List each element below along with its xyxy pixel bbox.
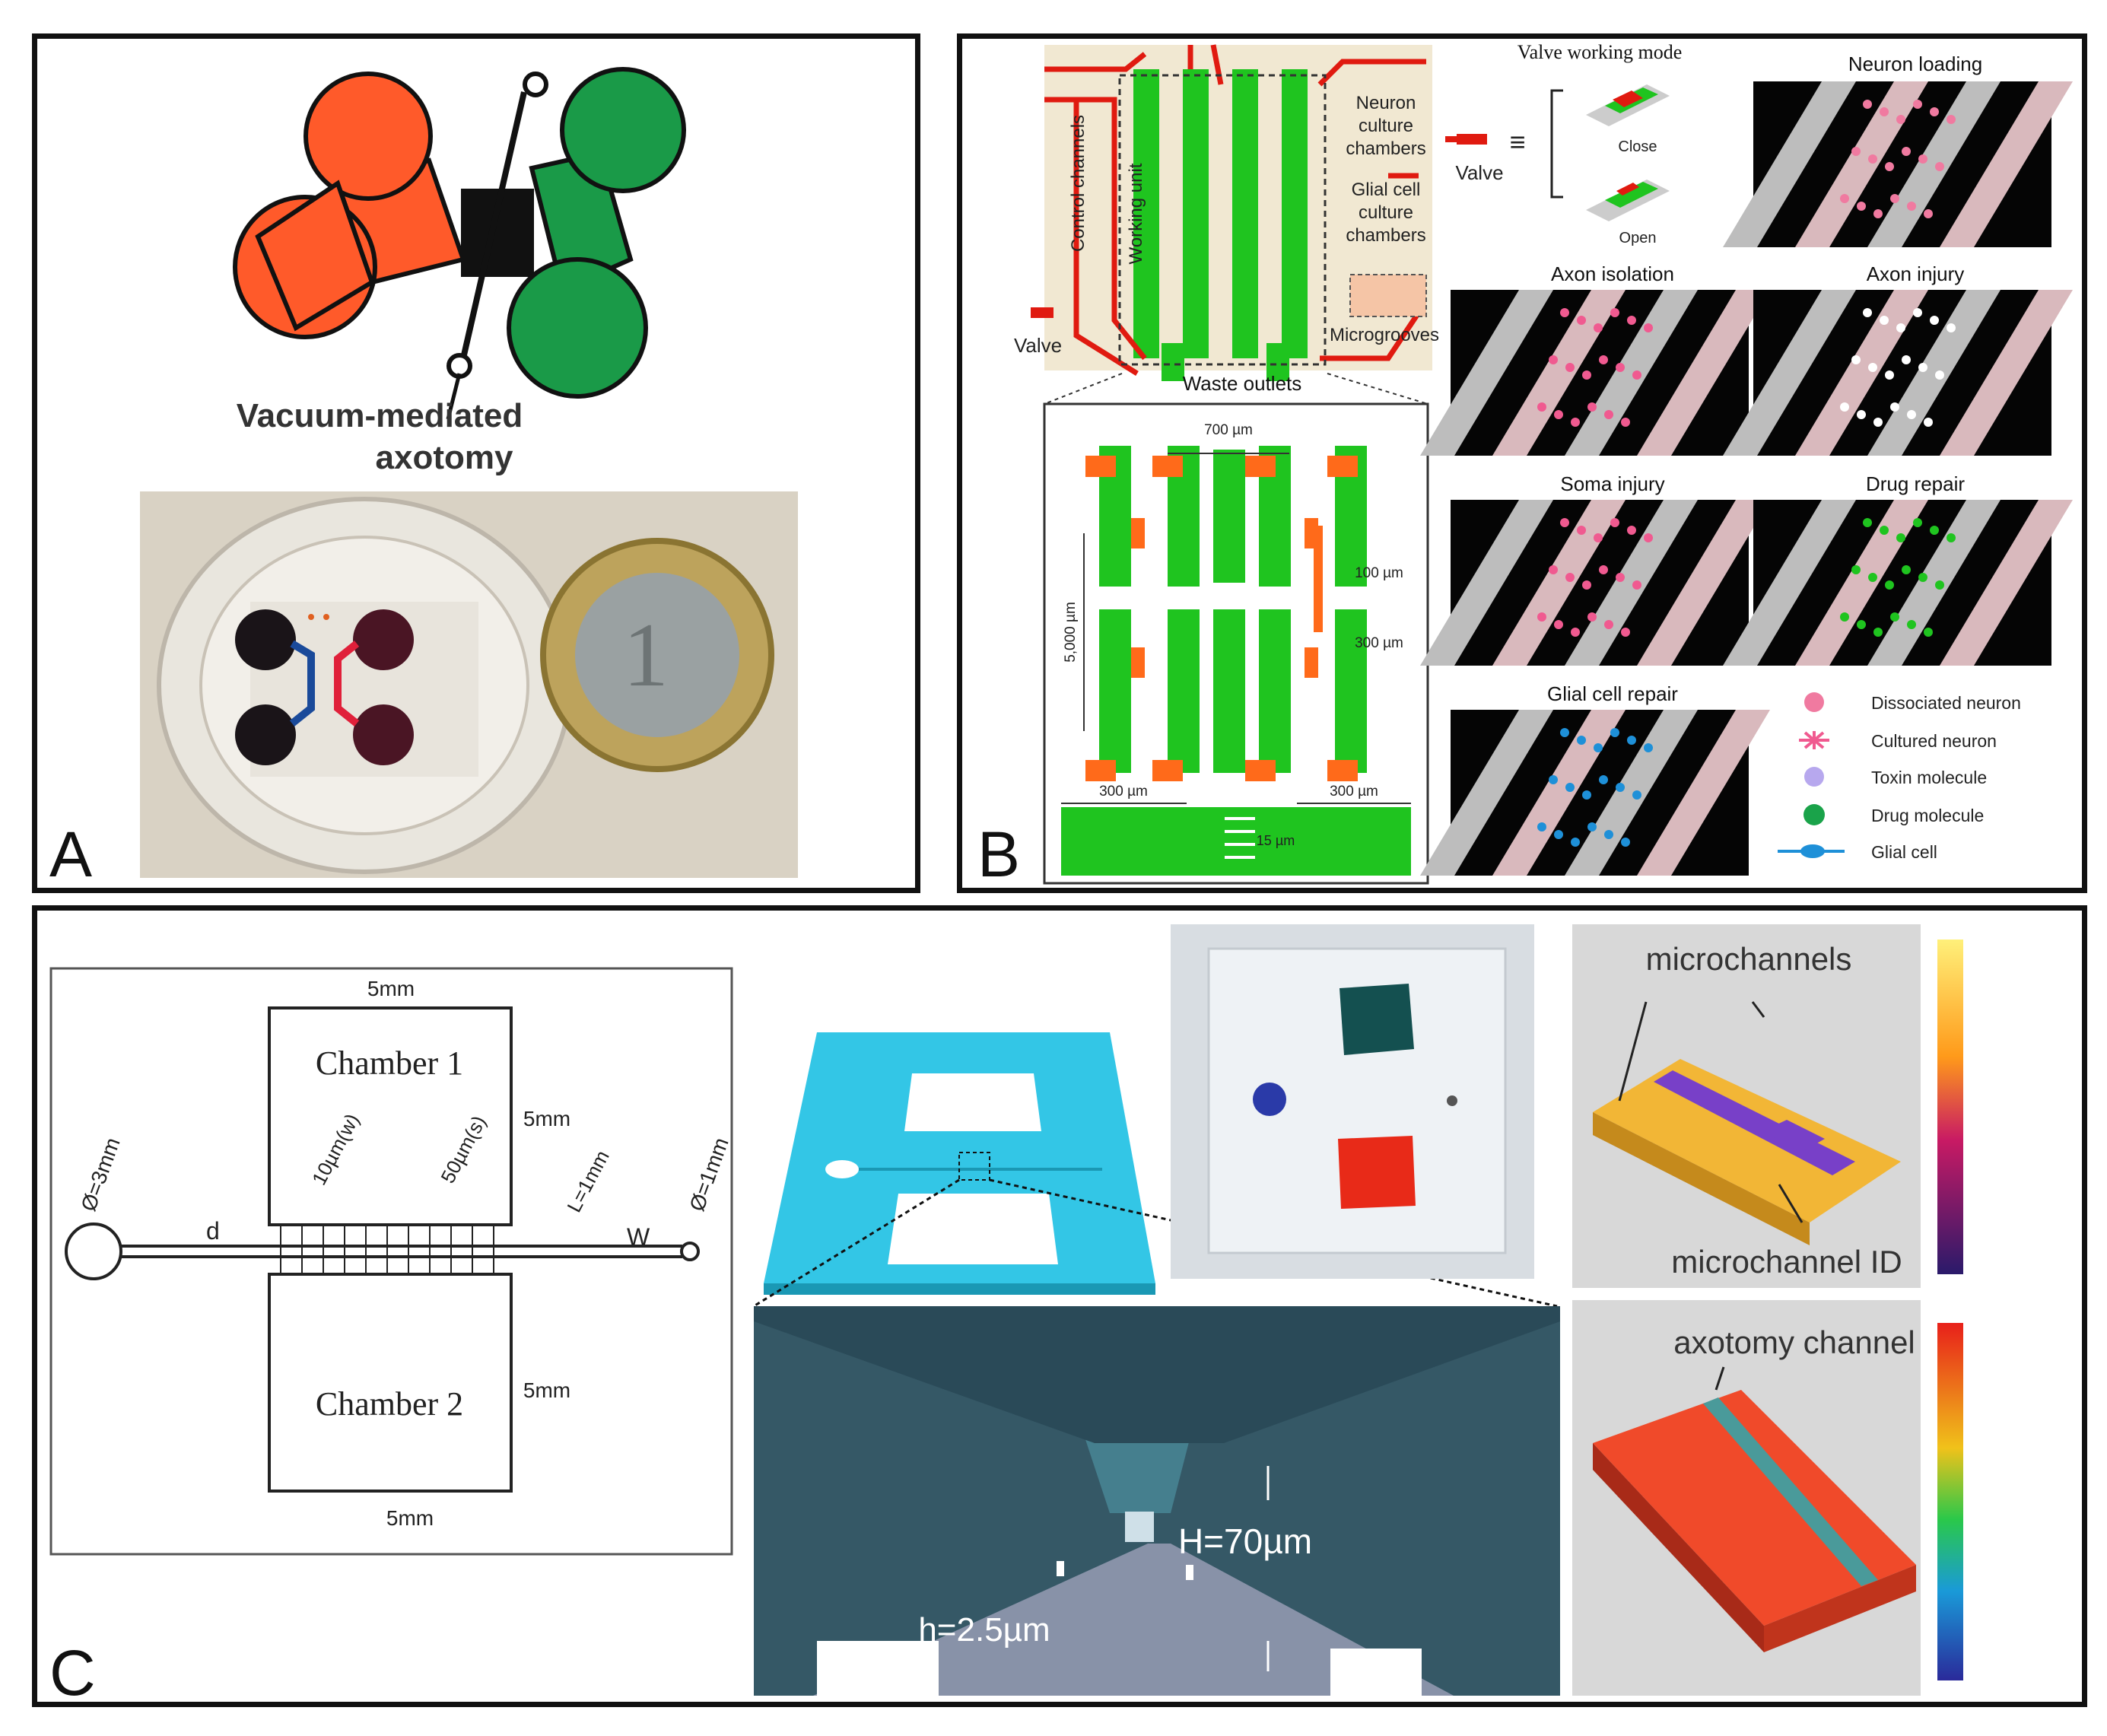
legend-drug-molecule: Drug molecule [1871, 806, 1984, 825]
dim-300-bottom-left: 300 µm [1099, 784, 1148, 800]
panel-b-graphic: Control channels Working unit Neuron cul… [1014, 41, 2073, 885]
legend-glial-cell: Glial cell [1871, 842, 1937, 862]
valve-open-label: Open [1619, 230, 1657, 246]
valve-close-label: Close [1618, 138, 1657, 155]
dim-top-5mm: 5mm [367, 977, 415, 1000]
tile-title-neuron-loading: Neuron loading [1848, 52, 1982, 75]
neuron-culture-line1: Neuron [1356, 93, 1416, 113]
dim-right2-5mm: 5mm [523, 1378, 570, 1402]
panel-a-graphic: Vacuum-mediated axotomy 1 [140, 67, 798, 878]
tile-axon-isolation [1420, 290, 1770, 456]
tile-drug-repair [1723, 500, 2073, 666]
tile-soma-injury [1420, 500, 1770, 666]
profile-microchannels [1572, 924, 1921, 1288]
legend-dissociated-neuron: Dissociated neuron [1871, 693, 2021, 713]
cross-section [754, 1306, 1560, 1696]
dim-bottom-5mm: 5mm [386, 1506, 434, 1530]
profile-axotomy [1572, 1300, 1921, 1696]
cyan-device-3d [753, 1032, 1558, 1308]
schematic-valve-label: Valve [1014, 334, 1062, 357]
dim-5000: 5,000 µm [1063, 602, 1079, 663]
panel-a-caption-line1: Vacuum-mediated [237, 397, 523, 434]
waste-outlets-label: Waste outlets [1183, 372, 1302, 395]
device-photo-c [1171, 924, 1534, 1279]
colorbar-top [1937, 940, 1963, 1274]
panel-b-letter: B [977, 819, 1021, 890]
tile-axon-injury [1723, 290, 2073, 456]
vacuum-device-icon [233, 67, 686, 420]
legend-toxin-molecule-icon [1804, 767, 1824, 787]
valve-mode-equiv: ≡ [1509, 126, 1525, 157]
h-label: h=2.5µm [918, 1611, 1050, 1649]
legend-dissociated-neuron-icon [1804, 692, 1824, 712]
legend-toxin-molecule: Toxin molecule [1871, 768, 1987, 787]
dim-right1-5mm: 5mm [523, 1107, 570, 1130]
panel-c: Chamber 1 Chamber 2 5mm 5mm 5mm 5mm Ø=3m… [32, 905, 2087, 1707]
tile-title-drug-repair: Drug repair [1866, 472, 1965, 495]
unit-zoom-green [1061, 446, 1411, 876]
microchannels-label: microchannels [1646, 941, 1852, 977]
tile-neuron-loading [1723, 81, 2073, 247]
microchannel-ticks [280, 1225, 494, 1274]
chamber-2-label: Chamber 2 [316, 1385, 463, 1423]
microgrooves-label: Microgrooves [1330, 325, 1439, 345]
microchannel-id-label: microchannel ID [1671, 1244, 1902, 1280]
neuron-culture-line3: chambers [1346, 138, 1425, 159]
unit-zoom-orange [1085, 456, 1358, 781]
legend-drug-molecule-icon [1804, 804, 1825, 825]
device-photo: 1 [140, 491, 798, 878]
valve-close-icon [1586, 84, 1670, 126]
colorbar-bottom [1937, 1323, 1963, 1680]
red-control-lines [1031, 44, 1426, 376]
simulation-tiles [1420, 81, 2073, 876]
dim-100: 100 µm [1355, 565, 1403, 581]
dim-700: 700 µm [1204, 422, 1253, 438]
legend-cultured-neuron-icon [1799, 731, 1829, 749]
d-label: d [206, 1217, 220, 1245]
neuron-culture-line2: culture [1359, 116, 1413, 136]
glial-culture-line1: Glial cell [1352, 180, 1421, 200]
dim-300-right: 300 µm [1355, 635, 1403, 651]
panel-a-caption-line2: axotomy [376, 439, 513, 476]
green-channels [1133, 69, 1308, 381]
panel-c-graphic: Chamber 1 Chamber 2 5mm 5mm 5mm 5mm Ø=3m… [49, 924, 1963, 1696]
panel-c-letter: C [49, 1637, 96, 1707]
control-channels-label: Control channels [1068, 115, 1088, 252]
tile-glial-cell-repair [1420, 710, 1770, 876]
panel-b: Control channels Working unit Neuron cul… [957, 33, 2087, 893]
panel-a-letter: A [49, 819, 93, 890]
valve-mode-valve-label: Valve [1455, 161, 1503, 184]
glial-culture-line2: culture [1359, 202, 1413, 223]
legend-cultured-neuron: Cultured neuron [1871, 731, 1997, 751]
glial-culture-line3: chambers [1346, 225, 1425, 246]
chamber-1-label: Chamber 1 [316, 1044, 463, 1082]
tile-title-axon-injury: Axon injury [1867, 262, 1965, 285]
tile-title-axon-isolation: Axon isolation [1551, 262, 1674, 285]
valve-open-icon [1586, 180, 1670, 221]
tile-title-soma-injury: Soma injury [1560, 472, 1664, 495]
W-label: W [627, 1223, 650, 1251]
dim-300-bottom-right: 300 µm [1330, 784, 1378, 800]
microgroove-box [1349, 274, 1427, 317]
legend: Dissociated neuron Cultured neuron Toxin… [1778, 692, 2021, 862]
svg-text:1: 1 [623, 604, 669, 705]
panel-a: Vacuum-mediated axotomy 1 A [32, 33, 920, 893]
tile-title-glial-cell-repair: Glial cell repair [1547, 682, 1678, 705]
H-label: H=70µm [1178, 1521, 1312, 1561]
working-unit-label: Working unit [1126, 163, 1146, 264]
dim-15: 15 µm [1257, 833, 1295, 848]
axotomy-channel-label: axotomy channel [1673, 1324, 1915, 1360]
valve-mode-title: Valve working mode [1517, 41, 1683, 63]
device-schematic [65, 1006, 700, 1493]
